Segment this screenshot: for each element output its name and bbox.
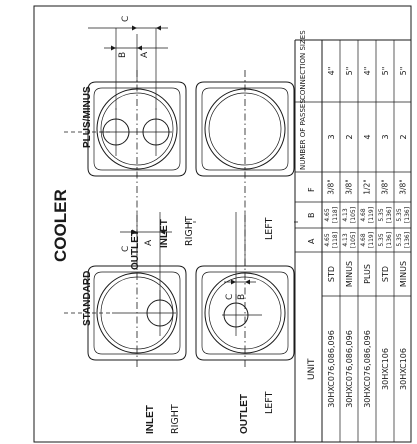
drawing-border <box>33 5 412 443</box>
cell-b-mm: [119] <box>368 207 375 223</box>
left-label-mid: LEFT <box>264 217 275 240</box>
outlet-label-mid: OUTLET <box>130 230 141 270</box>
hdr-unit: UNIT <box>307 358 317 380</box>
cell-b-mm: [105] <box>350 207 357 223</box>
cl-bottom-left: C <box>121 246 131 252</box>
cell-a-in: 4.68 <box>360 233 367 247</box>
title-cooler: COOLER <box>51 189 70 262</box>
cell-type: MINUS <box>345 261 354 287</box>
cell-passes: 4 <box>363 134 372 139</box>
cell-unit: 30HXC076,086,096 <box>327 330 336 408</box>
cell-passes: 3 <box>327 134 336 139</box>
cell-b-mm: [136] <box>386 207 393 223</box>
dim-b-bottom: B <box>237 294 247 300</box>
cell-conn: 4" <box>327 67 336 76</box>
cell-unit: 30HXC106 <box>381 348 390 390</box>
cell-f: 1/2" <box>363 179 372 195</box>
right-label-bottom: RIGHT <box>170 404 181 434</box>
cell-a-mm: [136] <box>386 232 393 248</box>
hdr-a: A <box>307 238 316 244</box>
cell-a-in: 5.35 <box>378 233 385 247</box>
cell-type: MINUS <box>399 261 408 287</box>
cell-passes: 2 <box>345 134 354 139</box>
cell-a-mm: [105] <box>350 232 357 248</box>
cell-f: 3/8" <box>399 179 408 195</box>
cell-unit: 30HXC076,086,096 <box>345 330 354 408</box>
cell-b-in: 5.35 <box>378 208 385 222</box>
cell-b-in: 4.13 <box>342 208 349 222</box>
cell-a-mm: [119] <box>368 232 375 248</box>
cell-conn: 5" <box>345 67 354 76</box>
cell-conn: 5" <box>399 67 408 76</box>
cell-b-in: 5.35 <box>396 208 403 222</box>
dims-bottom <box>120 212 256 300</box>
cell-conn: 5" <box>381 67 390 76</box>
cell-conn: 4" <box>363 67 372 76</box>
dim-a-top: A <box>140 51 150 58</box>
cell-a-in: 4.13 <box>342 233 349 247</box>
cell-a-mm: [118] <box>332 232 339 248</box>
cell-b-mm: [118] <box>332 207 339 223</box>
cell-type: STD <box>381 266 390 282</box>
cl-top: C <box>121 16 131 22</box>
hdr-b: B <box>307 213 316 219</box>
cell-passes: 3 <box>381 134 390 139</box>
cell-type: STD <box>327 266 336 282</box>
cell-f: 3/8" <box>345 179 354 195</box>
right-label-mid: RIGHT <box>184 216 195 246</box>
cell-f: 3/8" <box>327 179 336 195</box>
cell-a-in: 4.65 <box>324 233 331 247</box>
cell-a-in: 5.35 <box>396 233 403 247</box>
cell-unit: 30HXC076,086,096 <box>363 330 372 408</box>
dim-a-bottom: A <box>144 239 154 246</box>
cell-passes: 2 <box>399 134 408 139</box>
cell-type: PLUS <box>363 264 372 284</box>
cell-a-mm: [136] <box>404 232 411 248</box>
inlet-label-bottom: INLET <box>145 405 156 434</box>
cell-b-in: 4.65 <box>324 208 331 222</box>
cell-unit: 30HXC106 <box>399 348 408 390</box>
hdr-passes: NUMBER OF PASSES <box>299 99 307 170</box>
dim-b-top: B <box>118 52 128 58</box>
hdr-f: F <box>307 187 316 192</box>
cell-b-in: 4.68 <box>360 208 367 222</box>
cell-b-mm: [136] <box>404 207 411 223</box>
left-label-bottom: LEFT <box>264 391 275 414</box>
outlet-label-bottom: OUTLET <box>239 394 250 434</box>
cl-bottom-right: C <box>225 294 235 300</box>
table-rows: 4"33/8"4.65[118]4.65[118]STD30HXC076,086… <box>324 67 411 408</box>
hdr-conn: CONNECTION SIZES <box>299 30 307 100</box>
dims-top <box>88 25 168 110</box>
dimension-table <box>294 39 411 442</box>
cell-f: 3/8" <box>381 179 390 195</box>
